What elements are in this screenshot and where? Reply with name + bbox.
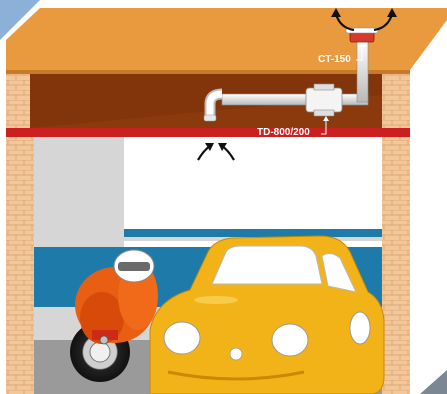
duct-fan-unit [306, 84, 342, 116]
roof-extractor-label: CT-150 [318, 54, 351, 65]
door-stripe-1 [124, 229, 382, 237]
brick-pillar-right [382, 137, 410, 394]
brick-pillar-right-upper [382, 74, 410, 128]
brick-pillar-left [6, 137, 34, 394]
roof-edge [6, 70, 410, 74]
roof [6, 8, 447, 70]
duct-fan-label: TD-800/200 [257, 127, 310, 138]
brick-pillar-left-upper [6, 74, 30, 128]
ceiling-beam [6, 128, 410, 137]
garage-door-opening [124, 137, 382, 229]
